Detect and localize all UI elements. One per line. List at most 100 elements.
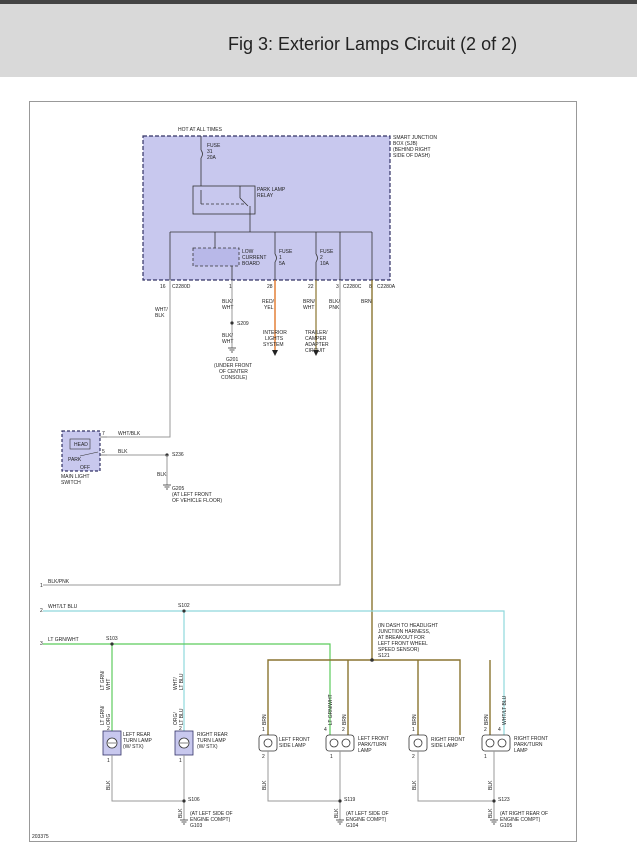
line-2-num: 2 <box>40 608 43 614</box>
mls-label-2: SWITCH <box>61 480 81 486</box>
blk-wht-1a: BLK/ <box>222 299 233 305</box>
right-rear-turn-lamp <box>174 730 194 756</box>
sjb-label-1: SMART JUNCTION <box>393 135 437 141</box>
wht-ltblu-v-b: LT BLU <box>179 673 185 690</box>
blk-h-label: BLK <box>118 449 128 455</box>
fuse1-label-3: 5A <box>279 261 286 267</box>
mls-park: PARK <box>68 457 82 463</box>
g104-3: G104 <box>346 823 358 829</box>
g104-1: (AT LEFT SIDE OF <box>346 811 389 817</box>
g103-1: (AT LEFT SIDE OF <box>190 811 233 817</box>
sjb-wires <box>43 280 373 660</box>
wht-blk-v-2: BLK <box>155 313 165 319</box>
splice-s209 <box>230 321 234 325</box>
g103-3: G103 <box>190 823 202 829</box>
fuse2-label-3: 10A <box>320 261 330 267</box>
dash-note-2: JUNCTION HARNESS, <box>378 629 430 635</box>
trailer-3: ADAPTER <box>305 342 329 348</box>
pin-1: 1 <box>229 284 232 290</box>
g205-1: G205 <box>172 486 184 492</box>
rf-park-1: RIGHT FRONT <box>514 736 548 742</box>
lcb-label-3: BOARD <box>242 261 260 267</box>
lf-park-2: PARK/TURN <box>358 742 387 748</box>
lf-park-1: LEFT FRONT <box>358 736 389 742</box>
relay-label-2: RELAY <box>257 193 274 199</box>
lamp-pin-2a: 2 <box>107 726 110 732</box>
trailer-1: TRAILER/ <box>305 330 328 336</box>
figure-title: Fig 3: Exterior Lamps Circuit (2 of 2) <box>228 34 518 54</box>
mls-pin7: 7 <box>102 431 105 437</box>
rf-park-3: LAMP <box>514 748 528 754</box>
ground-g201 <box>228 347 236 353</box>
lamp-pin-1c: 1 <box>262 727 265 733</box>
connector-c2280a: C2280A <box>377 284 396 290</box>
left-lines <box>43 610 505 735</box>
rr-turn-1: RIGHT REAR <box>197 732 228 738</box>
park-lamp-relay <box>192 185 256 215</box>
wht-blk-h-label: WHT/BLK <box>118 431 141 437</box>
right-front-side-lamp <box>408 734 428 752</box>
brn-label-3: BRN <box>412 714 418 725</box>
dash-note-5: SPEED SENSOR) <box>378 647 419 653</box>
connector-c2280d: C2280D <box>172 284 191 290</box>
ground-g104 <box>336 819 344 825</box>
g103-2: ENGINE COMPT) <box>190 817 231 823</box>
gnd-blk-b: BLK <box>334 808 340 818</box>
interior-1: INTERIOR <box>263 330 287 336</box>
blk-bottom-2: BLK <box>262 780 268 790</box>
red-yel-a: RED/ <box>262 299 275 305</box>
lamp-pin-1f: 1 <box>484 754 487 760</box>
mls-label-1: MAIN LIGHT <box>61 474 90 480</box>
s106-label: S106 <box>188 797 200 803</box>
ltgrn-wht-v-b: WHT <box>106 679 112 690</box>
left-front-side-lamp <box>258 734 278 752</box>
brn-wht-b: WHT <box>303 305 314 311</box>
header-bar: Fig 3: Exterior Lamps Circuit (2 of 2) <box>0 4 637 77</box>
right-front-park-turn-lamp <box>481 734 511 752</box>
interior-arrow <box>272 350 278 356</box>
blk-bottom-1: BLK <box>106 780 112 790</box>
s236-label: S236 <box>172 452 184 458</box>
rf-park-2: PARK/TURN <box>514 742 543 748</box>
ltgrn-org-v-a: LT GRN/ <box>100 705 106 725</box>
red-yel-b: YEL <box>264 305 274 311</box>
lamp-pin-1d: 1 <box>330 754 333 760</box>
sjb-label-2: BOX (SJB) <box>393 141 418 147</box>
brn-distribution <box>267 659 491 735</box>
fuse1-label-2: 1 <box>279 255 282 261</box>
sjb-label-4: SIDE OF DASH) <box>393 153 430 159</box>
mls-head: HEAD <box>74 442 88 448</box>
lr-turn-1: LEFT REAR <box>123 732 151 738</box>
blk-wht-2b: WHT <box>222 339 233 345</box>
line-3-num: 3 <box>40 641 43 647</box>
rf-side-2: SIDE LAMP <box>431 743 458 749</box>
lf-side-2: SIDE LAMP <box>279 743 306 749</box>
dash-note-1: (IN DASH TO HEADLIGHT <box>378 623 438 629</box>
ground-g205 <box>163 484 171 490</box>
blk-v2-label: BLK <box>157 472 167 478</box>
pin-22: 22 <box>308 284 314 290</box>
ground-g105 <box>490 819 498 825</box>
low-current-board <box>192 247 240 267</box>
dash-note-4: LEFT FRONT WHEEL <box>378 641 428 647</box>
line-1-num: 1 <box>40 583 43 589</box>
main-light-switch <box>61 430 107 472</box>
org-ltblu-v-a: ORG/ <box>173 712 179 725</box>
hot-at-all-times-label: HOT AT ALL TIMES <box>178 127 223 133</box>
g105-3: G105 <box>500 823 512 829</box>
rr-turn-2: TURN LAMP <box>197 738 227 744</box>
lamp-pin-1b: 1 <box>179 758 182 764</box>
lamp-pin-1e: 1 <box>412 727 415 733</box>
brn-wht-a: BRN/ <box>303 299 316 305</box>
brn-v-label: BRN <box>361 299 372 305</box>
lcb-label-1: LOW <box>242 249 254 255</box>
fuse2-label-1: FUSE <box>320 249 334 255</box>
gnd-blk-c: BLK <box>488 808 494 818</box>
pin-28: 28 <box>267 284 273 290</box>
ltgrn-wht-v2: LT GRN/WHT <box>328 694 334 725</box>
fuse31-label-1: FUSE <box>207 143 221 149</box>
blk-pnk-v-b: PNK <box>329 305 340 311</box>
splice-s123 <box>492 799 496 803</box>
s102-label: S102 <box>178 603 190 609</box>
fuse2-label-2: 2 <box>320 255 323 261</box>
